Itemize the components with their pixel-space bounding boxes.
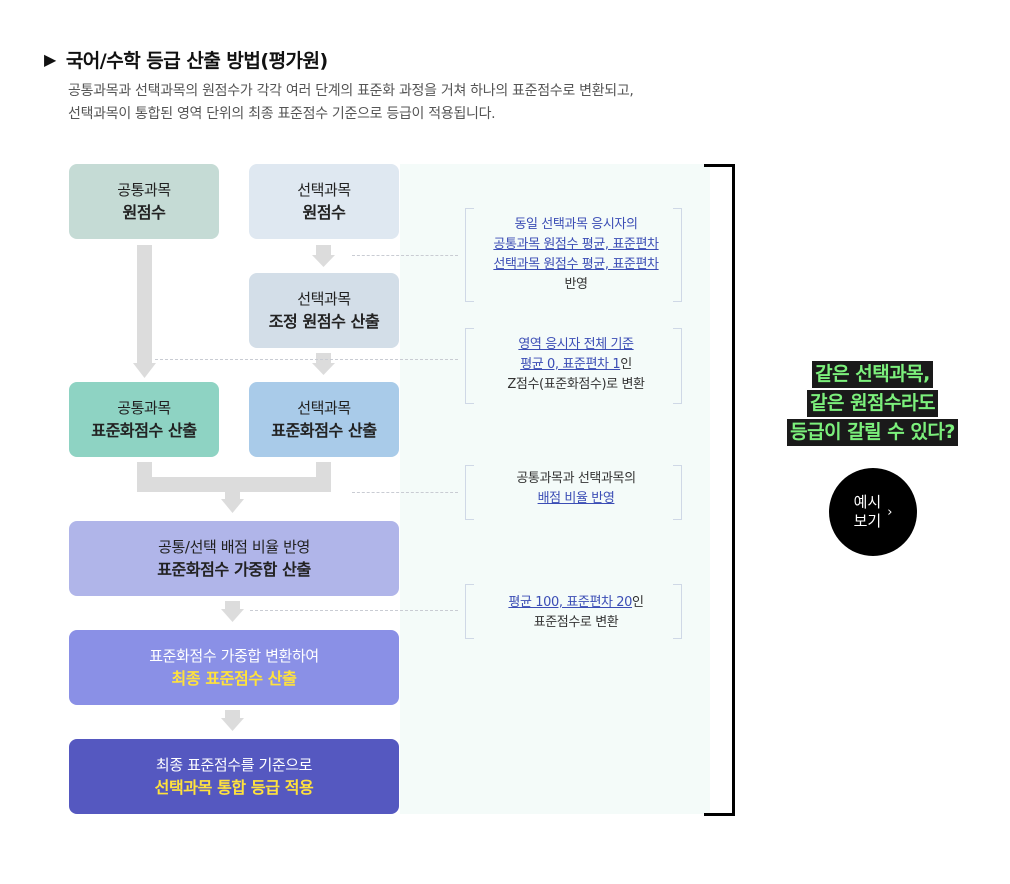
- box-label: 선택과목: [297, 180, 351, 199]
- box-title: 표준화점수 산출: [91, 420, 197, 440]
- arrow-w-head: [221, 609, 244, 622]
- note-link[interactable]: 공통과목 원점수 평균, 표준편차: [493, 237, 659, 252]
- highlight-callout: 같은 선택과목, 같은 원점수라도 등급이 갈릴 수 있다?: [770, 360, 975, 447]
- note-bracket-right: [673, 328, 682, 404]
- note-bracket-right: [673, 584, 682, 639]
- note-link[interactable]: 평균 0, 표준편차 1: [520, 357, 621, 372]
- bracket-line: [704, 164, 735, 816]
- box-label: 공통과목: [117, 180, 171, 199]
- box-label: 선택과목: [297, 398, 351, 417]
- box-title: 표준화점수 산출: [271, 420, 377, 440]
- notes-panel: [400, 164, 710, 814]
- box-title: 조정 원점수 산출: [268, 311, 380, 331]
- box-title: 최종 표준점수 산출: [171, 668, 297, 688]
- example-label-1: 예시: [853, 493, 882, 511]
- example-label-2: 보기: [853, 512, 882, 530]
- arrow-f-shaft: [225, 710, 240, 718]
- highlight-line-2: 같은 원점수라도: [807, 390, 938, 417]
- note-link[interactable]: 평균 100, 표준편차 20: [508, 595, 633, 610]
- box-label: 표준화점수 가중합 변환하여: [149, 646, 319, 665]
- note-line: 반영: [564, 277, 588, 292]
- arrow-w-shaft: [225, 601, 240, 609]
- box-grade: 최종 표준점수를 기준으로 선택과목 통합 등급 적용: [69, 739, 399, 814]
- note-line: 동일 선택과목 응시자의: [514, 217, 638, 232]
- note-line: 표준점수로 변환: [533, 615, 619, 630]
- dash-2: [155, 359, 458, 360]
- section-description: 공통과목과 선택과목의 원점수가 각각 여러 단계의 표준화 과정을 거쳐 하나…: [68, 80, 768, 126]
- box-label: 공통/선택 배점 비율 반영: [158, 537, 310, 556]
- arrow-elec2-head: [312, 363, 335, 375]
- arrow-common-shaft: [137, 245, 152, 363]
- title-text: 국어/수학 등급 산출 방법(평가원): [65, 50, 328, 72]
- box-final-std: 표준화점수 가중합 변환하여 최종 표준점수 산출: [69, 630, 399, 705]
- box-common-raw: 공통과목 원점수: [69, 164, 219, 239]
- box-label: 최종 표준점수를 기준으로: [155, 755, 313, 774]
- example-button[interactable]: 예시 보기 ›: [829, 468, 917, 556]
- dash-1: [352, 255, 458, 256]
- note-std-score: 평균 100, 표준편차 20인 표준점수로 변환: [468, 593, 684, 633]
- box-label: 공통과목: [117, 398, 171, 417]
- note-bracket-right: [673, 465, 682, 520]
- note-suffix: 인: [632, 595, 644, 610]
- box-title: 표준화점수 가중합 산출: [157, 559, 311, 579]
- note-bracket-left: [465, 208, 474, 302]
- note-zscore: 영역 응시자 전체 기준 평균 0, 표준편차 1인 Z점수(표준화점수)로 변…: [468, 335, 684, 395]
- box-title: 원점수: [122, 202, 166, 222]
- highlight-line-1: 같은 선택과목,: [812, 361, 933, 388]
- note-suffix: 인: [620, 357, 632, 372]
- merge-shaft: [225, 492, 240, 499]
- note-weight: 공통과목과 선택과목의 배점 비율 반영: [468, 469, 684, 509]
- note-bracket-left: [465, 584, 474, 639]
- arrow-elec1-head: [312, 255, 335, 267]
- arrow-elec1-shaft: [316, 245, 331, 255]
- arrow-elec2-shaft: [316, 353, 331, 363]
- box-elective-raw: 선택과목 원점수: [249, 164, 399, 239]
- box-elective-std: 선택과목 표준화점수 산출: [249, 382, 399, 457]
- box-weighted-sum: 공통/선택 배점 비율 반영 표준화점수 가중합 산출: [69, 521, 399, 596]
- box-title: 선택과목 통합 등급 적용: [154, 777, 314, 797]
- merge-head: [221, 499, 244, 513]
- chevron-right-icon: ›: [887, 504, 893, 520]
- note-line: 공통과목과 선택과목의: [516, 471, 636, 486]
- merge-bar: [137, 477, 331, 492]
- highlight-line-3: 등급이 갈릴 수 있다?: [787, 419, 958, 446]
- note-bracket-left: [465, 465, 474, 520]
- note-line: Z점수(표준화점수)로 변환: [507, 377, 645, 392]
- arrow-f-head: [221, 718, 244, 731]
- note-link[interactable]: 선택과목 원점수 평균, 표준편차: [493, 257, 659, 272]
- note-raw-stats: 동일 선택과목 응시자의 공통과목 원점수 평균, 표준편차 선택과목 원점수 …: [468, 215, 684, 295]
- dash-4: [250, 610, 458, 611]
- box-elective-adjusted: 선택과목 조정 원점수 산출: [249, 273, 399, 348]
- desc-line-2: 선택과목이 통합된 영역 단위의 최종 표준점수 기준으로 등급이 적용됩니다.: [68, 106, 496, 122]
- arrow-common-head: [133, 363, 156, 378]
- note-bracket-left: [465, 328, 474, 404]
- note-link[interactable]: 영역 응시자 전체 기준: [518, 337, 634, 352]
- box-common-std: 공통과목 표준화점수 산출: [69, 382, 219, 457]
- dash-3: [352, 492, 458, 493]
- note-link[interactable]: 배점 비율 반영: [537, 491, 615, 506]
- box-label: 선택과목: [297, 289, 351, 308]
- desc-line-1: 공통과목과 선택과목의 원점수가 각각 여러 단계의 표준화 과정을 거쳐 하나…: [68, 83, 634, 99]
- note-bracket-right: [673, 208, 682, 302]
- triangle-right-icon: ▶: [44, 50, 56, 69]
- section-title: ▶ 국어/수학 등급 산출 방법(평가원): [44, 46, 328, 73]
- box-title: 원점수: [302, 202, 346, 222]
